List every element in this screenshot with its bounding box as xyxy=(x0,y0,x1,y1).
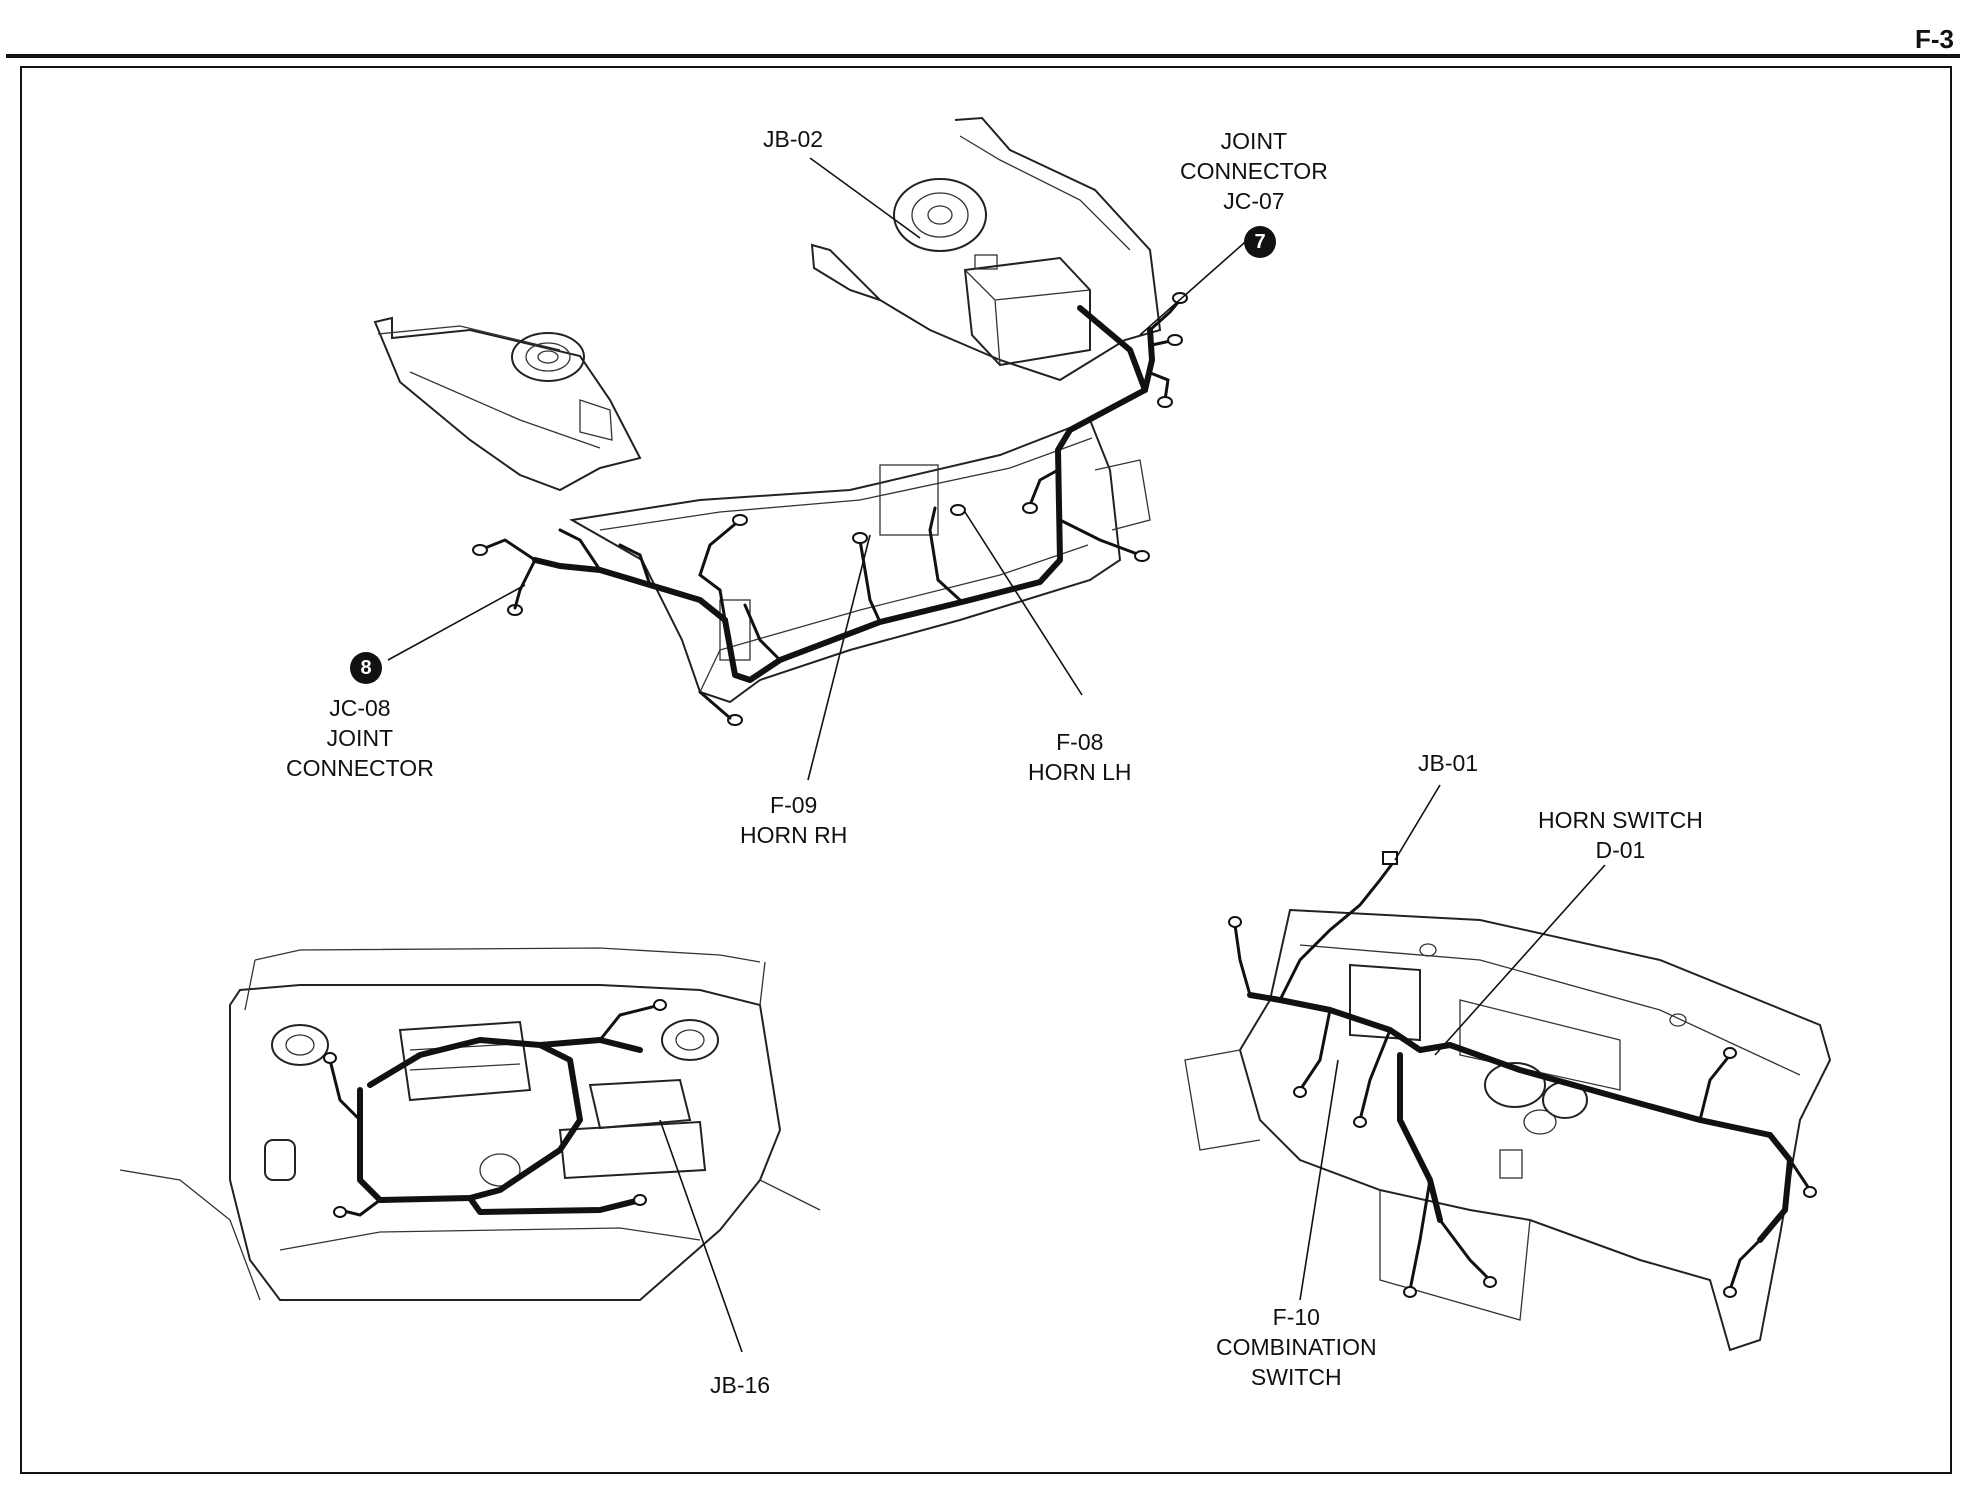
leader-d01 xyxy=(1434,864,1606,1056)
leader-jb02 xyxy=(809,157,921,239)
label-jb16: JB-16 xyxy=(710,1370,770,1400)
leader-f09 xyxy=(807,534,871,781)
page-number: F-3 xyxy=(1915,24,1954,54)
label-jc08-line2: JOINT xyxy=(326,725,394,751)
engine-bay-view xyxy=(119,947,821,1301)
label-f08: F-08 HORN LH xyxy=(1028,727,1132,787)
instrument-panel-view xyxy=(1184,851,1832,1352)
label-jc08: JC-08 JOINT CONNECTOR xyxy=(286,693,434,783)
marker-8: 8 xyxy=(350,652,382,684)
label-f08-line1: F-08 xyxy=(1056,729,1104,755)
label-jb01-text: JB-01 xyxy=(1418,750,1479,776)
label-jc07-line3: JC-07 xyxy=(1223,188,1285,214)
leader-jb16 xyxy=(659,1119,743,1353)
label-f09-line1: F-09 xyxy=(770,792,818,818)
label-f09-line2: HORN RH xyxy=(740,822,848,848)
label-jc07-line1: JOINT xyxy=(1220,128,1288,154)
front-end-view xyxy=(373,116,1188,726)
leader-jc08 xyxy=(387,584,526,661)
leader-jc07 xyxy=(1139,235,1253,336)
label-f09: F-09 HORN RH xyxy=(740,790,847,850)
label-jb16-text: JB-16 xyxy=(710,1372,771,1398)
label-jb02-text: JB-02 xyxy=(763,126,824,152)
label-jb01: JB-01 xyxy=(1418,748,1478,778)
label-f10-line3: SWITCH xyxy=(1250,1364,1342,1390)
label-jc07-line2: CONNECTOR xyxy=(1180,158,1328,184)
diagram-frame xyxy=(20,66,1952,1474)
label-f10: F-10 COMBINATION SWITCH xyxy=(1216,1302,1377,1392)
label-f08-line2: HORN LH xyxy=(1028,759,1132,785)
label-jc08-line3: CONNECTOR xyxy=(286,755,434,781)
label-jc08-line1: JC-08 xyxy=(329,695,391,721)
label-f10-line1: F-10 xyxy=(1272,1304,1320,1330)
label-d01-line2: D-01 xyxy=(1595,837,1646,863)
leader-f08 xyxy=(964,511,1083,696)
header-rule xyxy=(6,54,1960,58)
leader-jb01 xyxy=(1394,784,1441,861)
label-d01-line1: HORN SWITCH xyxy=(1538,807,1703,833)
marker-7: 7 xyxy=(1244,226,1276,258)
label-jb02: JB-02 xyxy=(763,124,823,154)
label-d01: HORN SWITCH D-01 xyxy=(1538,805,1703,865)
leader-f10 xyxy=(1299,1059,1339,1301)
label-jc07: JOINT CONNECTOR JC-07 xyxy=(1180,126,1328,216)
label-f10-line2: COMBINATION xyxy=(1216,1334,1377,1360)
